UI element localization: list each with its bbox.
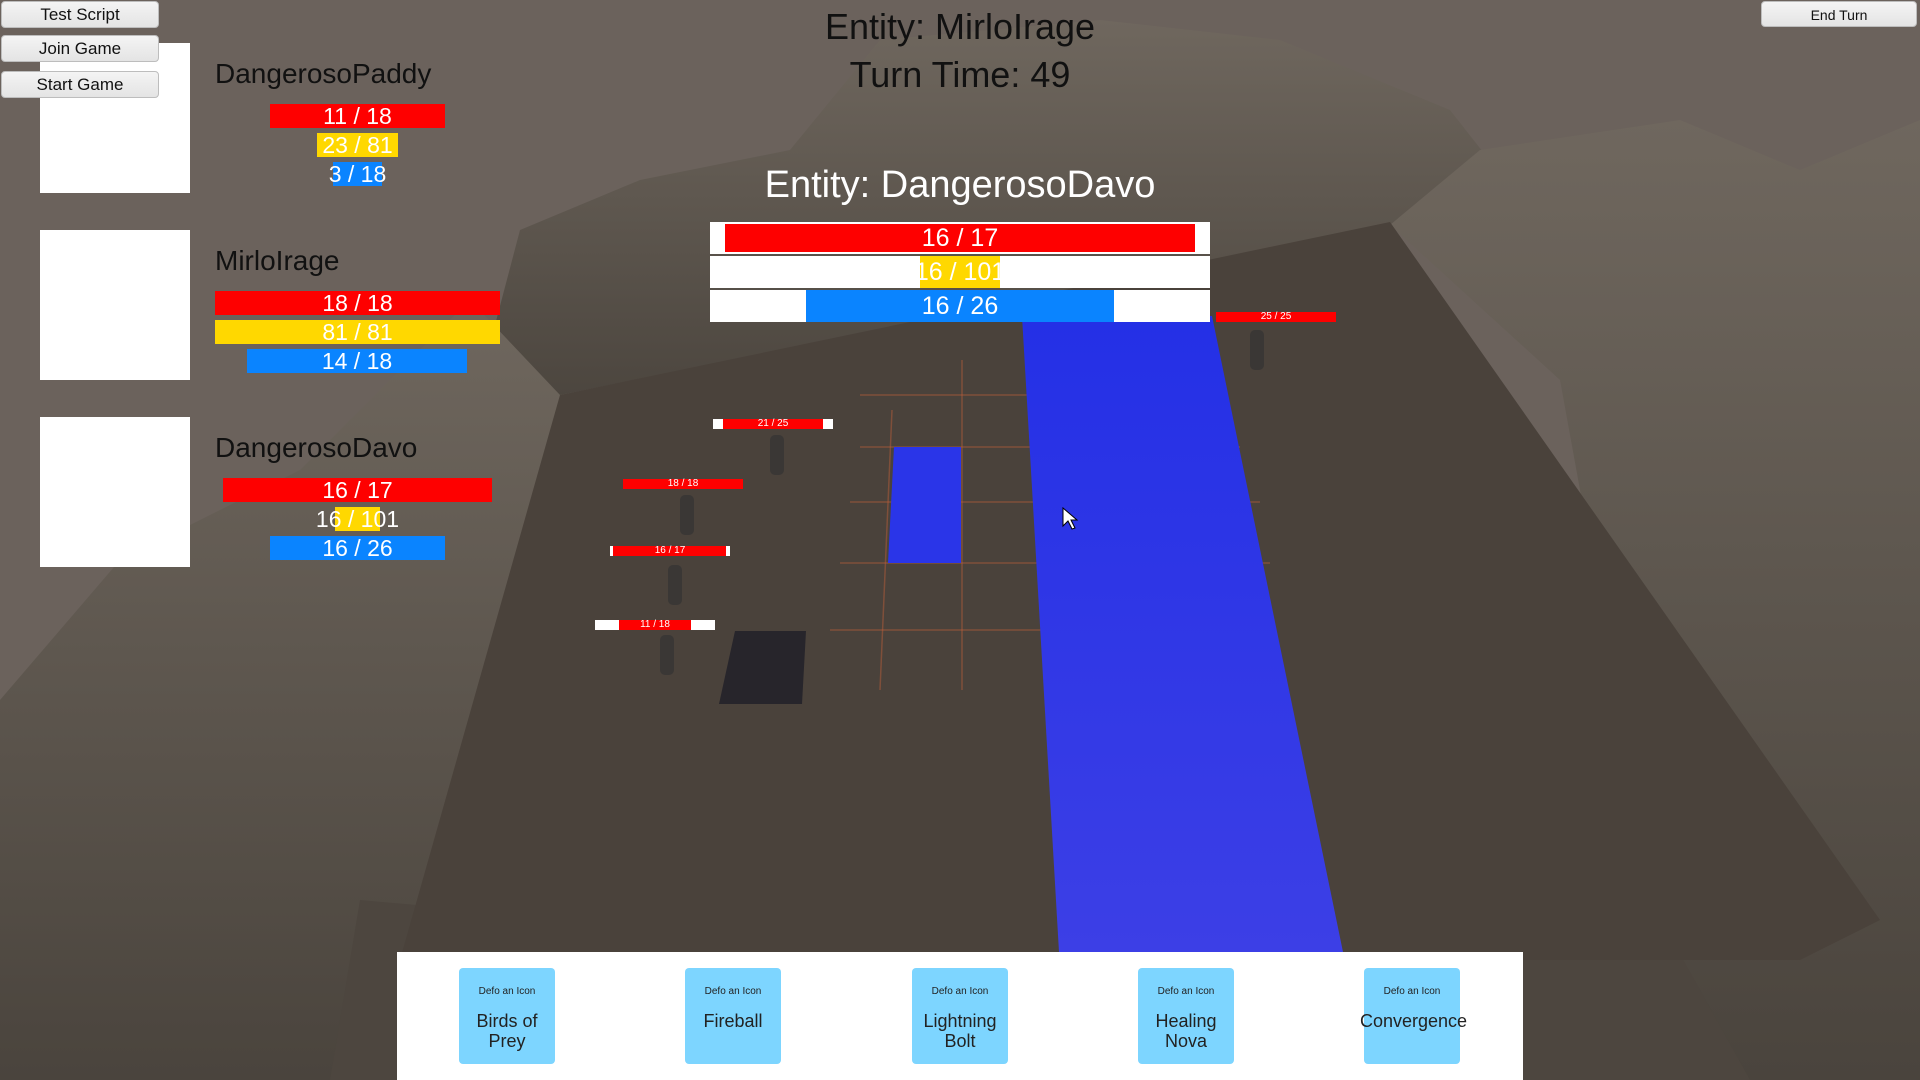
start-game-button[interactable]: Start Game — [1, 71, 159, 98]
mouse-cursor-icon — [1062, 506, 1079, 530]
action-bar: 3 / 18 — [328, 161, 387, 187]
unit-health-bar: 11 / 18 — [595, 619, 715, 630]
obstacle-tile — [719, 631, 806, 704]
movement-highlight[interactable] — [1022, 316, 1343, 952]
action-bar: 14 / 18 — [247, 349, 467, 373]
ability-label: Convergence — [1360, 1011, 1468, 1031]
test-script-button[interactable]: Test Script — [1, 1, 159, 28]
mana-bar: 23 / 81 — [317, 133, 398, 157]
unit-health-bar: 25 / 25 — [1216, 311, 1336, 322]
selected-action-bar: 16 / 26 — [710, 290, 1210, 322]
unit-figures[interactable] — [660, 330, 1264, 675]
ability-label: Birds of Prey — [476, 1011, 538, 1051]
player-portrait — [40, 43, 190, 193]
health-bar: 11 / 18 — [270, 104, 445, 128]
ability-icon: Defo an Icon — [478, 986, 536, 997]
selected-entity-title: Entity: DangerosoDavo — [764, 164, 1156, 206]
ability-icon: Defo an Icon — [704, 986, 762, 997]
ability-icon: Defo an Icon — [1157, 986, 1215, 997]
unit-health-bar: 18 / 18 — [623, 478, 743, 489]
player-name: DangerosoDavo — [215, 432, 418, 463]
movement-highlight-tile[interactable] — [888, 447, 961, 563]
mana-bar: 81 / 81 — [215, 320, 500, 344]
health-bar: 16 / 17 — [223, 478, 492, 502]
current-entity-label: Entity: MirloIrage — [824, 6, 1096, 47]
player-name: MirloIrage — [215, 245, 340, 276]
health-bar: 18 / 18 — [215, 291, 500, 315]
player-name: DangerosoPaddy — [215, 58, 432, 89]
ability-icon: Defo an Icon — [1383, 986, 1441, 997]
ability-label: Lightning Bolt — [923, 1011, 997, 1051]
selected-health-bar: 16 / 17 — [710, 222, 1210, 254]
unit-health-bar: 21 / 25 — [713, 418, 833, 429]
join-game-button[interactable]: Join Game — [1, 35, 159, 62]
player-portrait — [40, 230, 190, 380]
unit-health-bar: 16 / 17 — [610, 545, 730, 556]
end-turn-button[interactable]: End Turn — [1761, 1, 1917, 27]
player-portrait — [40, 417, 190, 567]
selected-mana-bar: 16 / 101 — [710, 256, 1210, 288]
ability-icon: Defo an Icon — [931, 986, 989, 997]
ability-label: Fireball — [703, 1011, 763, 1031]
turn-time-label: Turn Time: 49 — [849, 54, 1071, 95]
mana-bar: 16 / 101 — [315, 506, 400, 532]
action-bar: 16 / 26 — [270, 536, 445, 560]
ability-label: Healing Nova — [1155, 1011, 1217, 1051]
